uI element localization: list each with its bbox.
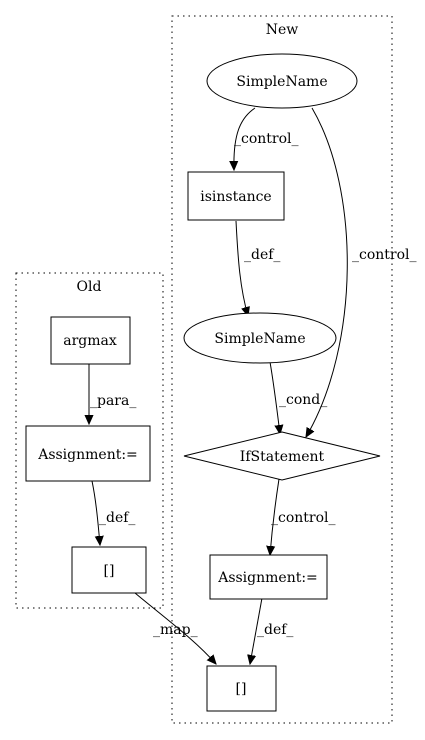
node-old-subscript: []: [71, 546, 147, 594]
node-label: isinstance: [200, 189, 271, 205]
edge-label-control-1: _control_: [234, 131, 299, 147]
cluster-old: Old: [15, 272, 164, 609]
node-label: Assignment:=: [217, 570, 318, 586]
edge-simplename-to-ifstatement: [306, 107, 348, 437]
node-new-subscript: []: [206, 665, 277, 712]
cluster-new: New: [171, 15, 393, 724]
node-new-ifstatement: IfStatement: [183, 431, 381, 481]
node-new-simplename-mid: SimpleName: [183, 312, 337, 364]
edge-assignment-to-subscript: [250, 597, 263, 664]
node-new-simplename-top: SimpleName: [206, 53, 358, 109]
edge-old-subscript-to-new-subscript: [134, 592, 216, 664]
edge-label-def-3: _def_: [99, 510, 135, 526]
node-old-assignment: Assignment:=: [25, 425, 151, 482]
edge-assignment-to-subscript-old: [91, 480, 100, 545]
edge-label-control-2: _control_: [352, 247, 417, 263]
node-new-isinstance: isinstance: [187, 171, 285, 221]
node-label: IfStatement: [240, 449, 325, 465]
node-label: []: [104, 563, 115, 579]
edge-simplename-to-ifstatement-cond: [269, 361, 280, 434]
node-label: argmax: [63, 333, 117, 349]
node-label: Assignment:=: [37, 447, 138, 463]
edge-label-cond: _cond_: [279, 392, 327, 408]
node-label: SimpleName: [214, 331, 305, 347]
node-label: SimpleName: [236, 74, 327, 90]
edges: _control_ _control_ _def_ _cond_ _contro…: [89, 107, 417, 664]
cluster-old-title: Old: [77, 279, 102, 295]
edge-simplename-to-isinstance: [234, 107, 256, 170]
edge-label-map: _map_: [153, 622, 198, 638]
edge-ifstatement-to-assignment: [270, 478, 280, 555]
edge-label-def-2: _def_: [257, 622, 293, 638]
node-old-argmax: argmax: [50, 316, 131, 365]
node-label: []: [236, 681, 247, 697]
edge-isinstance-to-simplename: [235, 220, 248, 316]
node-new-assignment: Assignment:=: [209, 554, 328, 600]
cluster-new-title: New: [266, 22, 299, 38]
edge-label-def-1: _def_: [244, 247, 280, 263]
edge-label-para: _para_: [90, 393, 136, 409]
edge-label-control-3: _control_: [271, 510, 336, 526]
